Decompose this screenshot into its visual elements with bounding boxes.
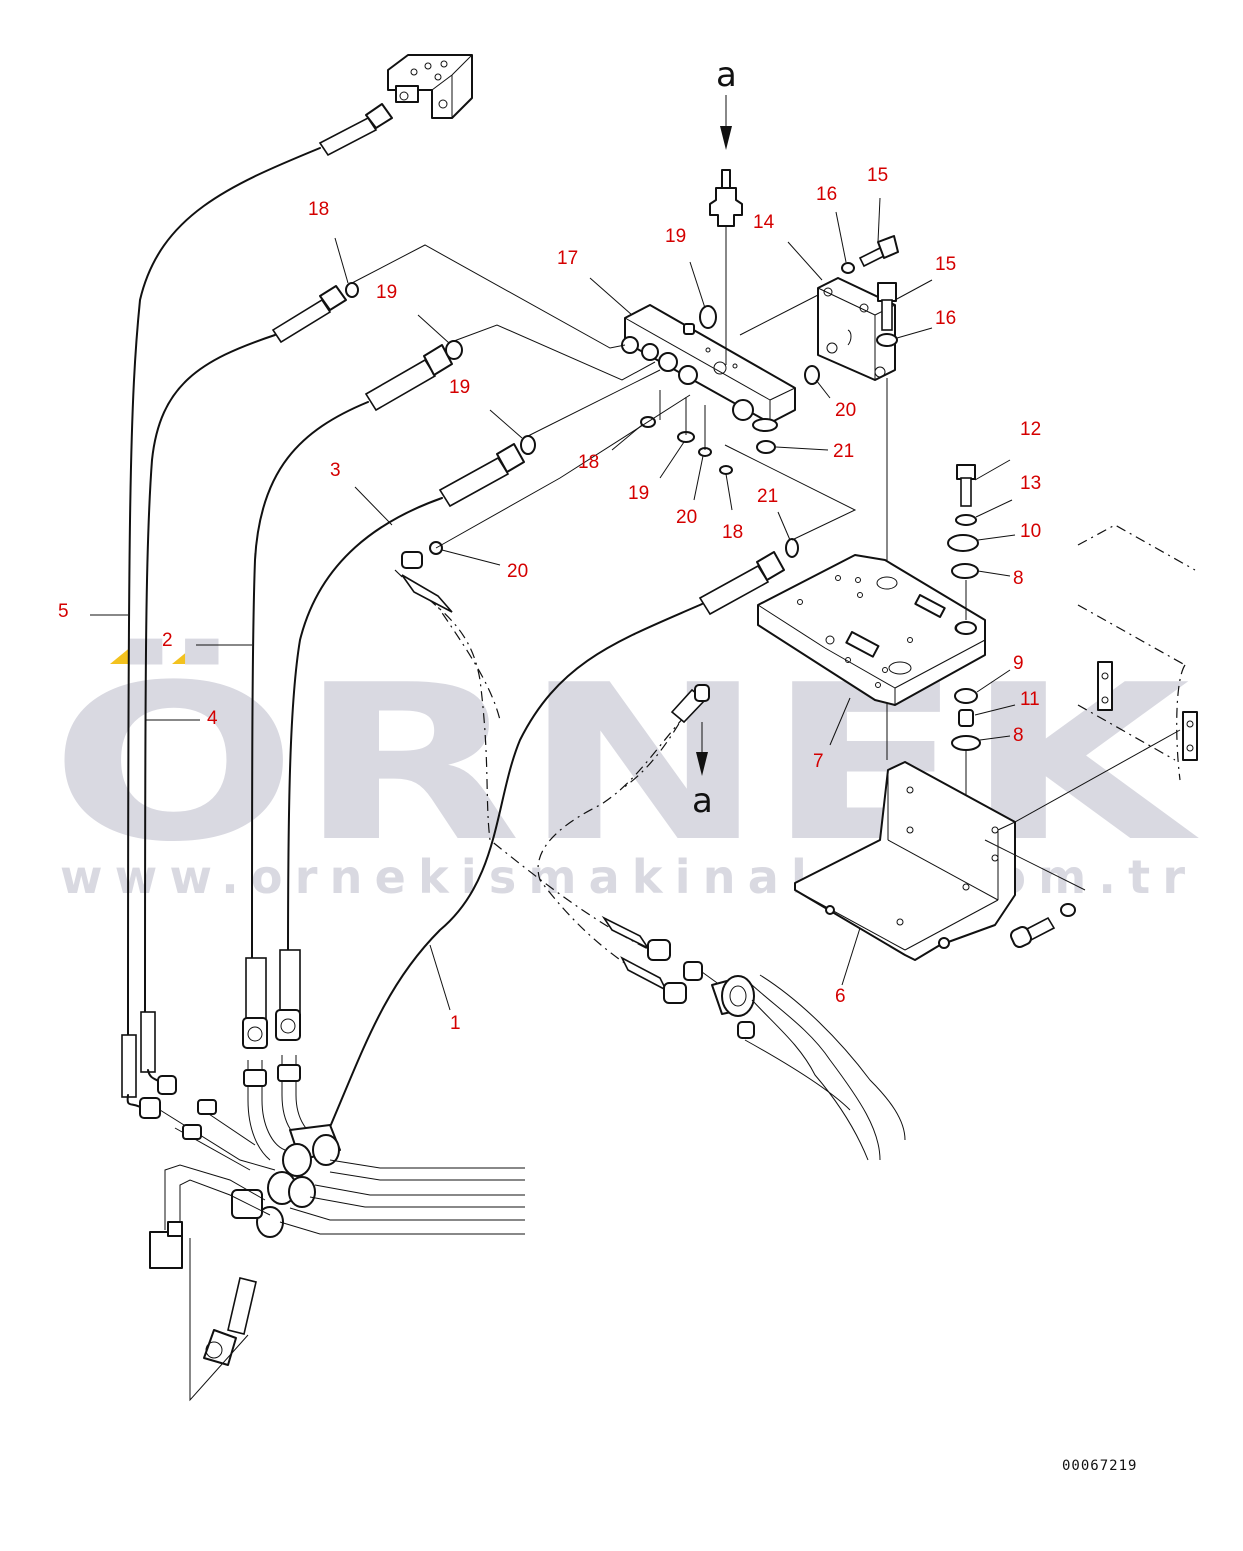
callout-12: 12	[1020, 419, 1041, 440]
hose-4	[144, 285, 347, 1016]
hose-lower-detached	[189, 1238, 257, 1402]
pipes-lower-right	[683, 961, 906, 1161]
callout-21: 21	[757, 486, 778, 507]
view-a-lower: a	[394, 551, 713, 1004]
callout-15: 15	[867, 165, 888, 186]
callout-16: 16	[816, 184, 837, 205]
watermark-accent-right	[172, 646, 212, 664]
callout-5: 5	[58, 601, 69, 622]
callout-18: 18	[578, 452, 599, 473]
callout-4: 4	[207, 708, 218, 729]
view-a-top-label: a	[716, 55, 737, 95]
fastener-stack	[947, 459, 1016, 880]
callout-20: 20	[507, 561, 528, 582]
connection-lines	[351, 244, 857, 549]
callout-16: 16	[935, 308, 956, 329]
callout-18: 18	[308, 199, 329, 220]
callout-6: 6	[835, 986, 846, 1007]
callout-20: 20	[835, 400, 856, 421]
callout-labels: 18 19 17 19 14 16 15 15 16 19 20 21 18 1…	[58, 165, 1041, 1034]
valve-block-top-left	[387, 54, 473, 119]
callout-18: 18	[722, 522, 743, 543]
drawing-code: 00067219	[1062, 1458, 1137, 1474]
callout-8: 8	[1013, 725, 1024, 746]
side-bolt	[984, 839, 1086, 948]
view-a-top: a	[709, 55, 743, 365]
hose-2	[196, 344, 453, 961]
callout-2: 2	[162, 630, 173, 651]
hose-5	[90, 103, 393, 1041]
o-rings	[345, 282, 820, 558]
watermark: ÖRNEK www.ornekismakinalari.com.tr	[50, 638, 1200, 904]
lower-fittings	[149, 1055, 525, 1269]
callout-17: 17	[557, 248, 578, 269]
hose-3	[287, 443, 525, 961]
callout-20: 20	[676, 507, 697, 528]
callout-19: 19	[665, 226, 686, 247]
callout-13: 13	[1020, 473, 1041, 494]
bolts-15-washers-16	[841, 235, 899, 347]
manifold-17	[621, 304, 796, 432]
callout-11: 11	[1020, 689, 1040, 710]
callout-19: 19	[628, 483, 649, 504]
callout-19: 19	[449, 377, 470, 398]
callout-21: 21	[833, 441, 854, 462]
callout-3: 3	[330, 460, 341, 481]
watermark-accent-left	[110, 646, 150, 664]
hose-ends-lower-left	[121, 949, 301, 1119]
callout-9: 9	[1013, 653, 1024, 674]
callout-leaders	[334, 197, 933, 566]
callout-15: 15	[935, 254, 956, 275]
hose-1	[319, 551, 785, 1151]
view-a-lower-label: a	[692, 781, 713, 821]
callout-10: 10	[1020, 521, 1041, 542]
view-a-top-arrow	[720, 126, 732, 150]
callout-1: 1	[450, 1013, 461, 1034]
view-a-lower-arrow	[696, 752, 708, 776]
plate-7	[757, 554, 986, 746]
callout-7: 7	[813, 751, 824, 772]
callout-14: 14	[753, 212, 775, 233]
callout-19: 19	[376, 282, 397, 303]
chassis-outline	[1014, 524, 1198, 823]
support-bracket-6	[794, 761, 1016, 986]
callout-8: 8	[1013, 568, 1024, 589]
